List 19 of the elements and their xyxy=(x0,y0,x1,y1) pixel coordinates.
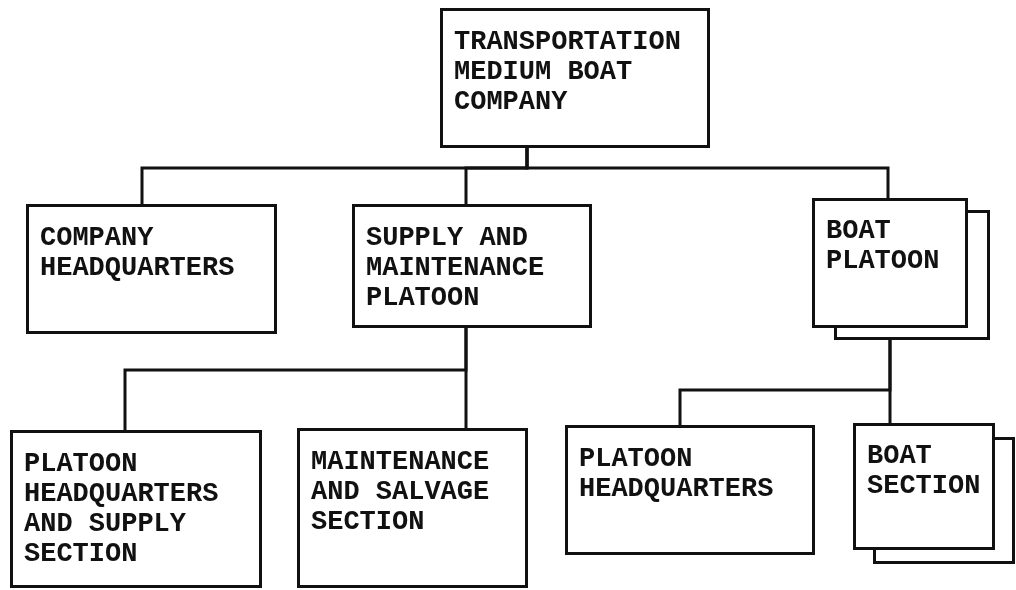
org-box xyxy=(26,204,277,334)
unit-name: BOAT SECTION xyxy=(867,441,981,501)
org-box xyxy=(440,8,710,148)
org-box xyxy=(10,430,262,588)
org-box xyxy=(352,204,592,328)
connector-line xyxy=(525,148,890,198)
connector-line xyxy=(888,340,892,423)
unit-name: PLATOON HEADQUARTERS AND SUPPLY SECTION xyxy=(24,449,220,569)
unit-name: COMPANY HEADQUARTERS xyxy=(40,223,236,283)
unit-name: BOAT PLATOON xyxy=(826,216,941,276)
unit-name: SUPPLY AND MAINTENANCE PLATOON xyxy=(366,223,546,313)
org-box xyxy=(297,428,528,588)
connector-line xyxy=(464,328,468,428)
unit-name: TRANSPORTATION MEDIUM BOAT COMPANY xyxy=(454,27,682,117)
unit-name: MAINTENANCE AND SALVAGE SECTION xyxy=(311,447,491,537)
org-box xyxy=(565,425,815,555)
stacked-org-box xyxy=(853,423,1015,564)
unit-name: PLATOON HEADQUARTERS xyxy=(579,444,775,504)
stacked-org-box xyxy=(812,198,990,340)
